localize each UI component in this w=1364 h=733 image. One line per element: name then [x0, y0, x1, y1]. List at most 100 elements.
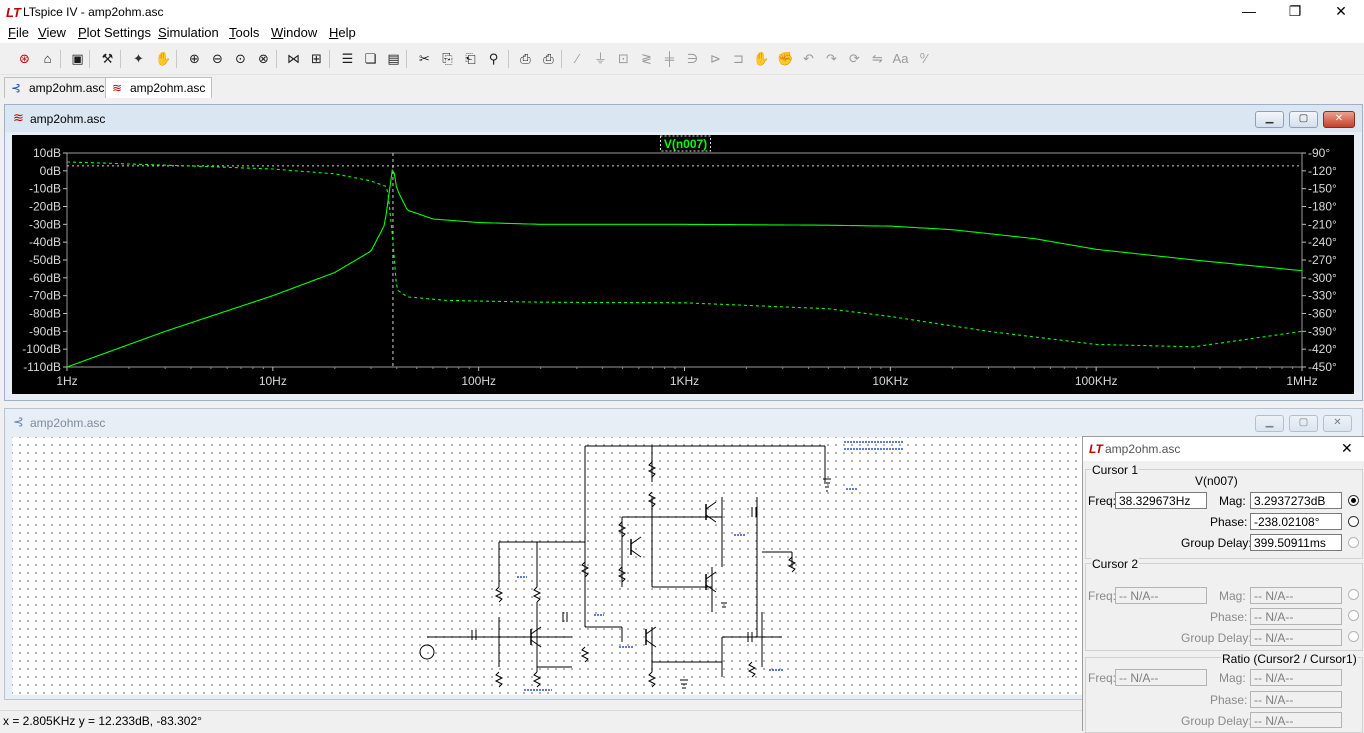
save-icon[interactable]: ▣: [71, 51, 84, 66]
find-icon[interactable]: ⚲: [488, 51, 499, 66]
cursor2-group-delay-field: -- N/A--: [1250, 629, 1342, 646]
new-schematic-icon[interactable]: ⊛: [19, 51, 30, 66]
y-right-tick-label: -180°: [1308, 200, 1337, 214]
wire-icon[interactable]: ∕: [576, 51, 579, 66]
menu-tools[interactable]: Tools: [229, 25, 260, 40]
resistor-symbol: [647, 461, 657, 478]
menu-help[interactable]: Help: [329, 25, 356, 40]
transistor-emitter: [705, 584, 717, 593]
resistor-symbol: [617, 521, 627, 538]
cursor1-phase-radio[interactable]: [1348, 516, 1359, 527]
open-icon[interactable]: ⌂: [43, 51, 52, 66]
waveform-icon: ≋: [13, 110, 24, 125]
zoom-out-icon[interactable]: ⊖: [212, 51, 223, 66]
schematic-window-titlebar: ⊰ amp2ohm.asc ▁ ▢ ✕: [5, 409, 1362, 436]
mark-icon[interactable]: ⊞: [311, 51, 322, 66]
y-left-tick-label: -80dB: [29, 307, 61, 321]
tab-schematic[interactable]: ⊰ amp2ohm.asc: [4, 77, 112, 98]
menu-view[interactable]: View: [38, 25, 66, 40]
y-left-tick-label: -40dB: [29, 235, 61, 249]
menu-plot-settings[interactable]: Plot Settings: [78, 25, 151, 40]
ground-icon[interactable]: ⏚: [593, 51, 607, 66]
zoom-cancel-icon[interactable]: ⊗: [258, 51, 269, 66]
ground-symbol: [823, 478, 831, 492]
cursor1-mag-radio[interactable]: [1348, 495, 1359, 506]
text-icon[interactable]: Aa: [892, 51, 909, 66]
y-right-tick-label: -420°: [1308, 342, 1337, 356]
control-panel-icon[interactable]: ⚒: [101, 51, 114, 66]
cursor2-mag-field: -- N/A--: [1250, 587, 1342, 604]
spice-directive-icon[interactable]: ⁰⁄: [919, 51, 928, 66]
minimize-icon[interactable]: —: [1242, 3, 1256, 19]
bode-chart[interactable]: 10dB0dB-10dB-20dB-30dB-40dB-50dB-60dB-70…: [12, 135, 1354, 394]
cursor1-mag-field[interactable]: 3.2937273dB: [1250, 492, 1342, 509]
inductor-icon[interactable]: ∋: [686, 51, 699, 66]
child-minimize-icon[interactable]: ▁: [1255, 415, 1284, 432]
component-icon[interactable]: ⊐: [733, 51, 744, 66]
cursor1-group-delay-field[interactable]: 399.50911ms: [1250, 534, 1342, 551]
child-maximize-icon[interactable]: ▢: [1289, 415, 1318, 432]
cascade-icon[interactable]: ❏: [364, 51, 377, 66]
close-icon[interactable]: ✕: [1341, 440, 1353, 456]
cursor1-phase-field[interactable]: -238.02108°: [1250, 513, 1342, 530]
transistor-collector: [630, 536, 642, 545]
zoom-in-icon[interactable]: ⊕: [189, 51, 200, 66]
child-maximize-icon[interactable]: ▢: [1289, 111, 1318, 128]
toolbar: ⊛ ⌂ ▣ ⚒ ✦ ✋ ⊕ ⊖ ⊙ ⊗ ⋈ ⊞ ☰ ❏ ▤ ✂ ⎘ ⎗ ⚲ ⎙ ⎙ ∕ ⏚ ⊡ ≷ ╪ ∋ ⊳ ⊐ ✋ ✊ ↶ ↷ ⟳ ⇋ Aa ⁰⁄: [0, 44, 1364, 75]
undo-icon[interactable]: ↶: [803, 51, 814, 66]
drag-icon[interactable]: ✊: [777, 51, 794, 66]
tab-waveform[interactable]: ≋ amp2ohm.asc: [105, 77, 213, 98]
child-close-icon[interactable]: ✕: [1323, 111, 1355, 128]
cursor2-mag-radio: [1348, 589, 1359, 600]
run-icon[interactable]: ✦: [133, 51, 144, 66]
cursor2-phase-field: -- N/A--: [1250, 608, 1342, 625]
transistor-emitter: [645, 639, 657, 648]
resistor-symbol: [580, 646, 590, 663]
resistor-symbol: [647, 491, 657, 508]
transistor-collector: [645, 626, 657, 635]
cursor1-freq-field[interactable]: 38.329673Hz: [1115, 492, 1207, 509]
y-right-tick-label: -210°: [1308, 217, 1337, 231]
mirror-icon[interactable]: ⇋: [872, 51, 883, 66]
print-setup-icon[interactable]: ⎙: [520, 51, 531, 66]
resistor-icon[interactable]: ≷: [641, 51, 652, 66]
cut-icon[interactable]: ✂: [419, 51, 430, 66]
y-left-tick-label: -60dB: [29, 271, 61, 285]
child-close-icon[interactable]: ✕: [1323, 415, 1352, 432]
rotate-icon[interactable]: ⟳: [849, 51, 860, 66]
child-minimize-icon[interactable]: ▁: [1255, 111, 1284, 128]
copy-icon[interactable]: ⎘: [442, 51, 453, 66]
y-left-tick-label: -90dB: [29, 324, 61, 338]
autorange-icon[interactable]: ⋈: [287, 51, 300, 66]
label-icon[interactable]: ⊡: [618, 51, 629, 66]
schematic-canvas[interactable]: [12, 437, 1084, 695]
paste-icon[interactable]: ⎗: [465, 51, 476, 66]
tile-horizontal-icon[interactable]: ☰: [341, 51, 354, 66]
cursor1-group-delay-radio[interactable]: [1348, 537, 1359, 548]
menu-file[interactable]: File: [8, 25, 29, 40]
print-icon[interactable]: ⎙: [543, 51, 554, 66]
toolbar-separator: [406, 50, 407, 68]
resistor-symbol: [532, 586, 542, 603]
tile-vertical-icon[interactable]: ▤: [387, 51, 400, 66]
capacitor-icon[interactable]: ╪: [664, 51, 675, 66]
zoom-fit-icon[interactable]: ⊙: [235, 51, 246, 66]
pan-icon[interactable]: ✋: [155, 51, 172, 66]
menu-window[interactable]: Window: [271, 25, 318, 40]
resistor-symbol: [617, 566, 627, 583]
x-tick-label: 100KHz: [1075, 374, 1118, 388]
resistor-symbol: [647, 671, 657, 688]
resistor-symbol: [494, 586, 504, 603]
y-left-tick-label: -70dB: [29, 289, 61, 303]
menu-simulation[interactable]: Simulation: [158, 25, 219, 40]
move-icon[interactable]: ✋: [753, 51, 770, 66]
redo-icon[interactable]: ↷: [826, 51, 837, 66]
restore-icon[interactable]: ❐: [1288, 3, 1302, 19]
circuit-drawing[interactable]: [12, 437, 1084, 695]
mag-label: Mag:: [1219, 589, 1246, 603]
diode-icon[interactable]: ⊳: [710, 51, 721, 66]
y-right-tick-label: -330°: [1308, 289, 1337, 303]
cursor2-phase-radio: [1348, 610, 1359, 621]
close-icon[interactable]: ✕: [1335, 3, 1347, 19]
